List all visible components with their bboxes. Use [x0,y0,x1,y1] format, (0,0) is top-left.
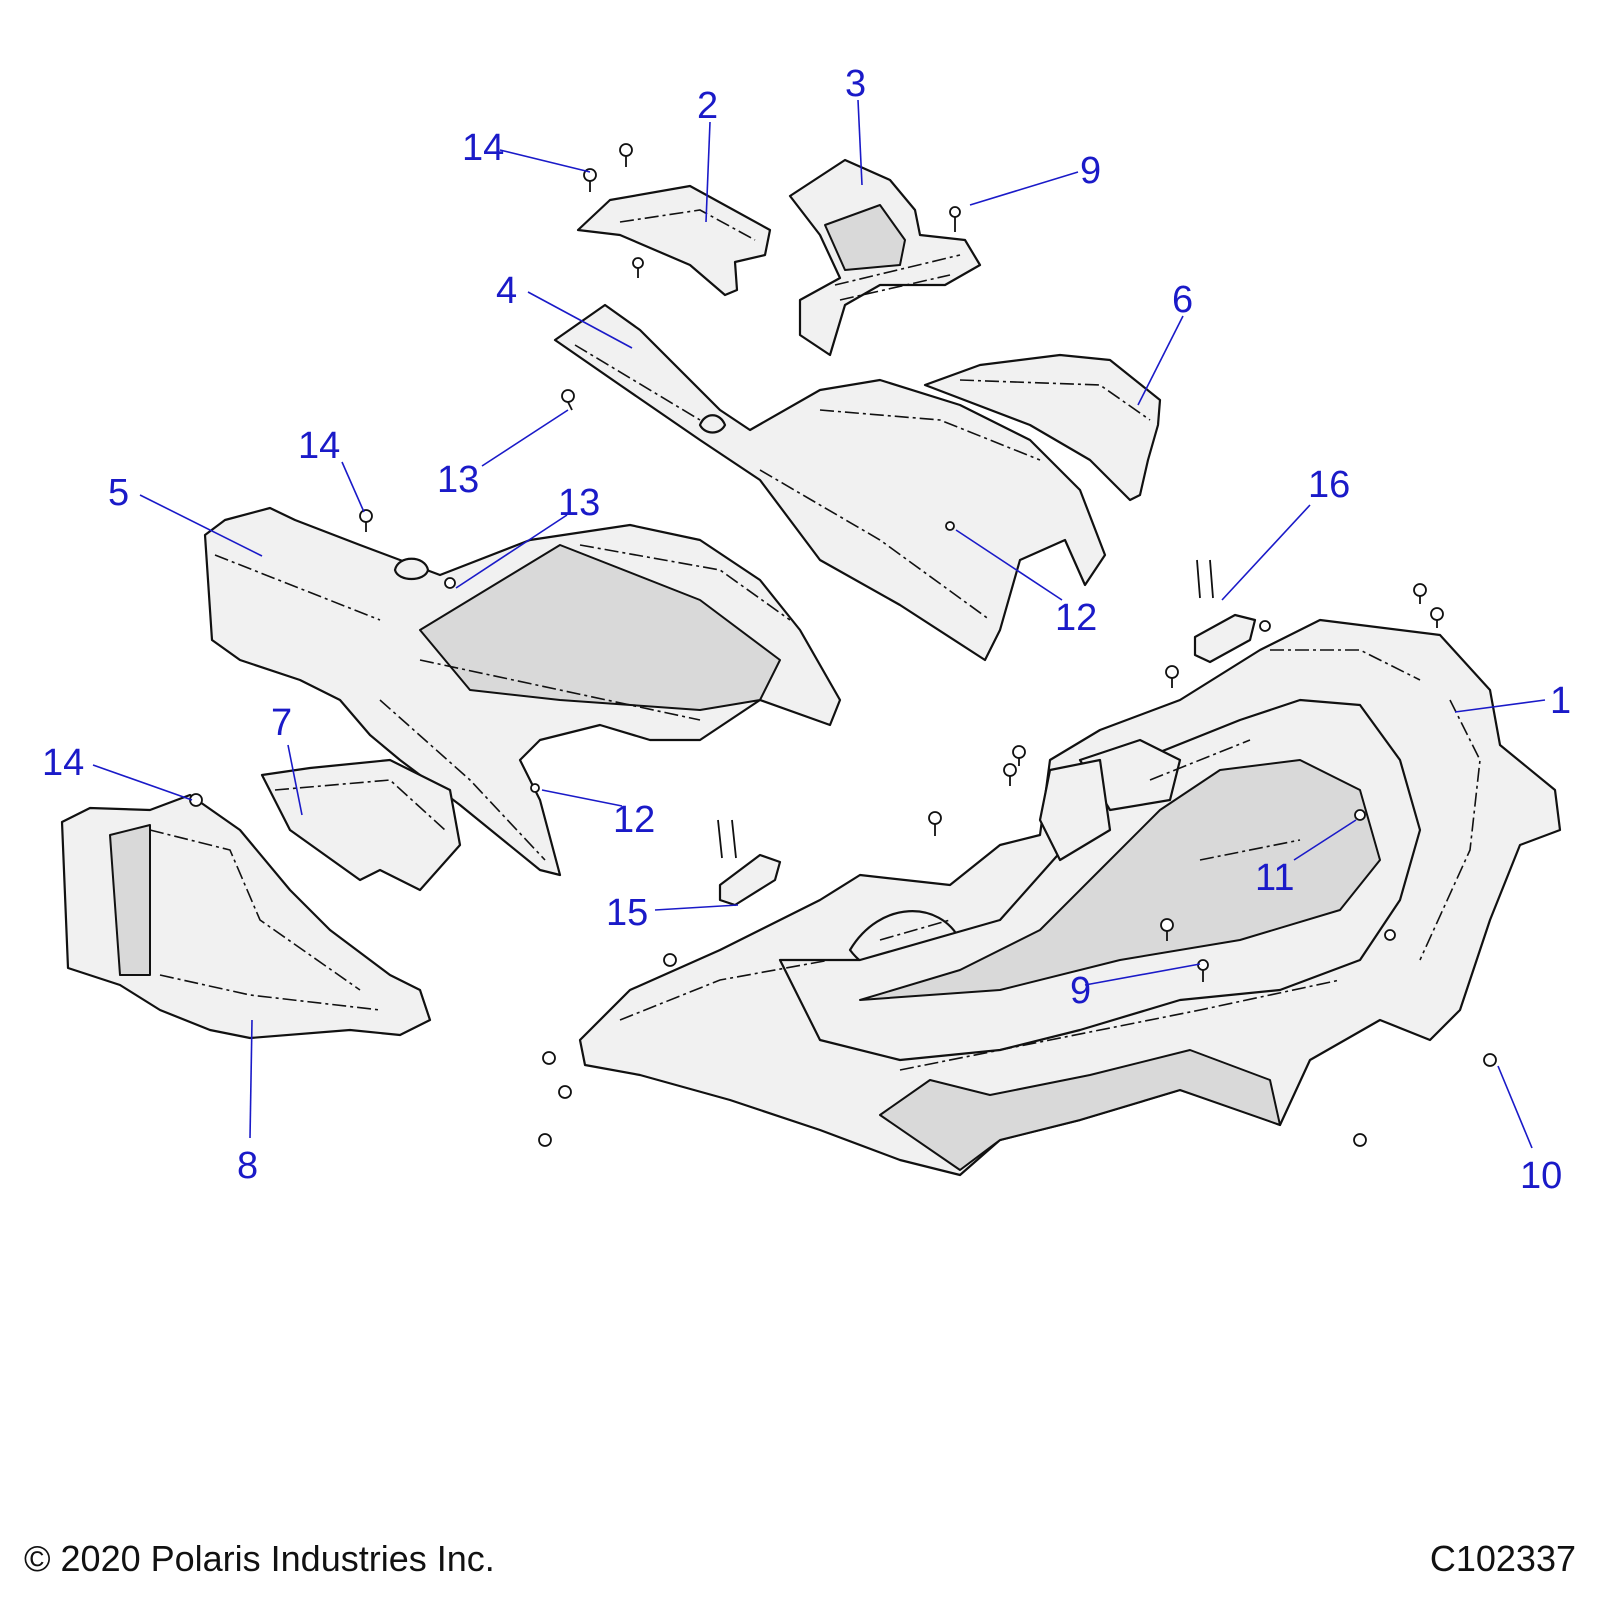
fastener-clip [1160,918,1174,941]
leader-11 [1293,819,1357,861]
leader-16 [1221,504,1311,601]
leader-15 [654,904,739,911]
callout-8: 8 [237,1145,258,1187]
callout-1: 1 [1550,680,1571,722]
copyright-text: © 2020 Polaris Industries Inc. [24,1538,495,1579]
fastener-clip [949,206,961,232]
part-upper-cover [576,184,772,297]
leader-3 [857,99,863,186]
callout-9-bottom: 9 [1070,970,1091,1012]
callout-13-upper: 13 [437,459,479,501]
leader-5 [139,494,263,557]
leader-8 [249,1019,253,1139]
fastener-clip [542,1051,556,1065]
callout-14-left: 14 [42,742,84,784]
fastener-clip [1384,929,1396,941]
callout-4: 4 [496,270,517,312]
callout-16: 16 [1308,464,1350,506]
fastener-clip [1483,1053,1497,1067]
fastener-clip [945,521,955,531]
part-side-shield [923,353,1162,502]
callout-12-lower: 12 [613,799,655,841]
part-dash-pod [788,158,982,357]
leader-2 [705,121,711,223]
leader-13a [481,409,569,467]
callout-9-top: 9 [1080,150,1101,192]
leader-4 [527,291,633,349]
callout-leaders [92,99,1546,1149]
leader-14a [499,149,591,173]
part-bracket-15 [717,819,782,907]
leader-9a [969,171,1079,206]
leader-12a [955,529,1063,601]
fastener-clip [359,509,373,532]
leader-14c [92,764,193,801]
fastener-clip [444,577,456,589]
callout-14-top: 14 [462,127,504,169]
diagram-code: C102337 [1429,1538,1576,1579]
leader-14b [341,461,365,513]
fastener-clip [619,143,633,167]
leader-10 [1497,1065,1533,1149]
fastener-clip [1165,665,1179,688]
part-center-console [553,303,1107,662]
fastener-clip [1259,620,1271,632]
fastener-clip [1354,809,1366,821]
fastener-clip [1012,745,1026,766]
part-splash-panel [260,758,462,892]
fastener-clip [1353,1133,1367,1147]
fastener-clip [928,811,942,836]
part-front-cab [578,618,1562,1177]
callout-5: 5 [108,472,129,514]
callout-15: 15 [606,892,648,934]
callout-13-lower: 13 [558,482,600,524]
part-bracket-16 [1193,559,1257,664]
fastener-clip [1003,763,1017,786]
leader-7 [287,744,303,816]
callout-3: 3 [845,63,866,105]
fastener-clip [632,257,644,278]
callout-6: 6 [1172,279,1193,321]
part-rear-cab [203,506,842,877]
callout-10: 10 [1520,1155,1562,1197]
fastener-clip [663,953,677,967]
leader-13b [455,514,568,589]
fastener-clip [530,783,540,793]
callout-11: 11 [1255,857,1294,899]
fastener-clip [1430,607,1444,628]
fastener-clip [561,389,575,411]
fastener-clip [538,1133,552,1147]
fastener-clip [583,168,597,192]
callout-2: 2 [697,85,718,127]
callout-numbers: 1 2 3 4 5 6 7 8 9 9 10 11 12 12 13 13 14… [42,63,1571,1197]
fastener-clip [1413,583,1427,604]
leader-9b [1084,963,1201,986]
fasteners [189,143,1497,1147]
leader-6 [1137,315,1184,406]
callout-12-upper: 12 [1055,597,1097,639]
callout-14-middle: 14 [298,425,340,467]
fastener-clip [558,1085,572,1099]
leader-1 [1454,699,1546,713]
callout-7: 7 [271,702,292,744]
leader-12b [541,789,623,807]
